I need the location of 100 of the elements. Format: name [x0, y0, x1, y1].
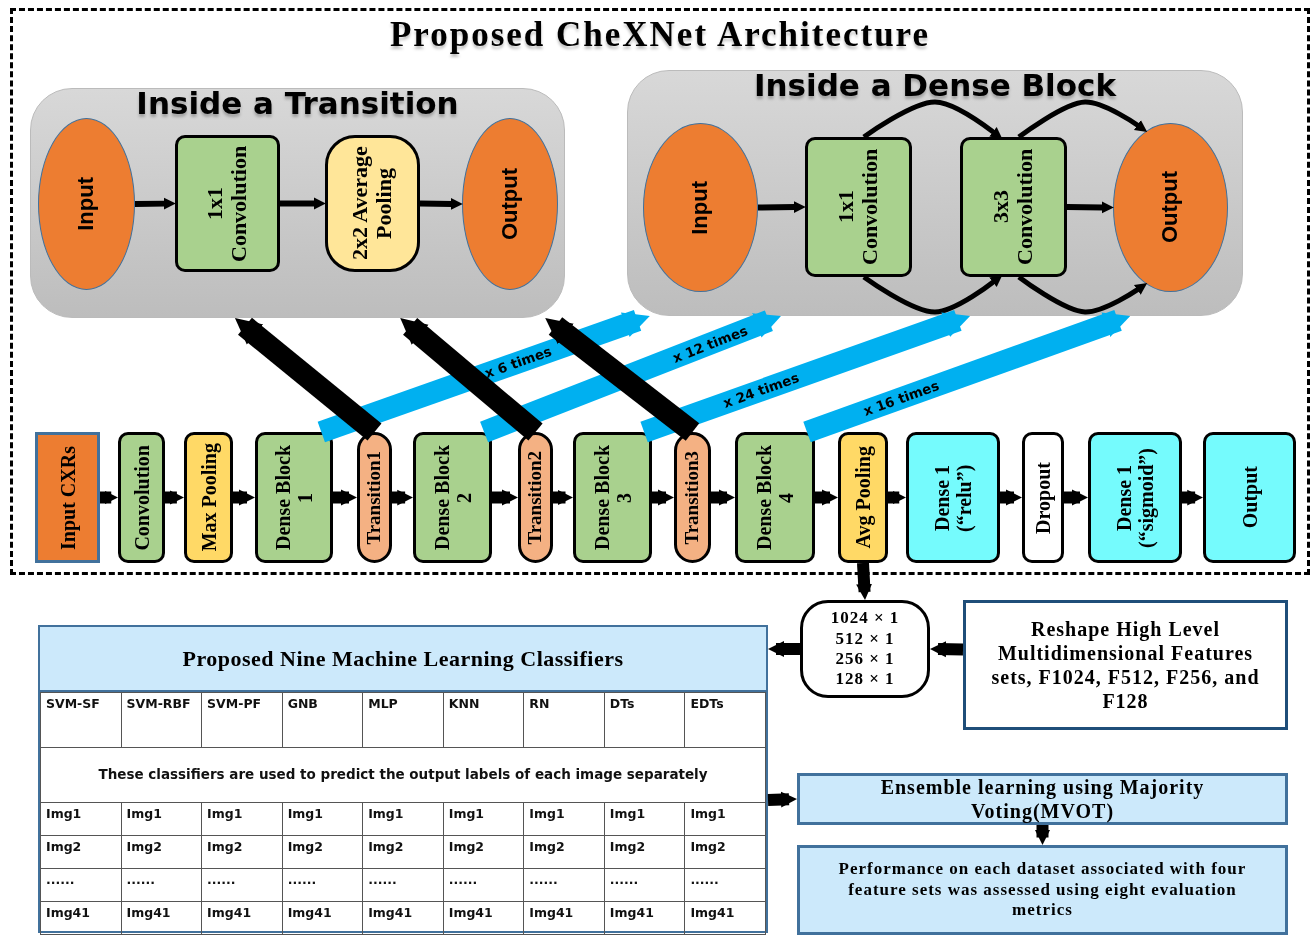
node-label: Dense Block 4	[753, 444, 797, 552]
node-label: Reshape High Level Multidimensional Features sets, F1024, F512, F256, and F128	[990, 617, 1261, 713]
classifier-name: SVM-PF	[201, 692, 283, 748]
classifier-name: MLP	[362, 692, 444, 748]
process-box	[184, 432, 233, 563]
arrow	[815, 489, 838, 506]
arrow	[545, 317, 700, 441]
node-label: Dense Block 1	[272, 444, 316, 552]
node-label: Performance on each dataset associated with four feature sets was assessed using eight evaluation metrics	[837, 859, 1248, 921]
image-label: Img41	[604, 901, 685, 935]
arrow	[165, 490, 184, 505]
curved-arrow	[1017, 99, 1148, 139]
arrow	[234, 317, 382, 441]
ellipsis-text: ......	[40, 868, 122, 902]
process-box	[35, 432, 100, 563]
arrow	[888, 490, 906, 505]
node-label: 3x3 Convolution	[989, 147, 1038, 268]
image-label: Img2	[604, 835, 685, 869]
arrow	[652, 489, 674, 506]
process-box	[797, 773, 1288, 825]
process-box	[960, 137, 1067, 277]
arrow	[768, 641, 800, 657]
process-box	[838, 432, 888, 563]
table-note: These classifiers are used to predict the output labels of each image separately	[40, 747, 766, 803]
classifier-name: GNB	[282, 692, 363, 748]
node-label: Output	[497, 167, 523, 241]
process-box	[175, 135, 280, 272]
arrow	[100, 490, 118, 505]
node-label: Input	[74, 177, 99, 231]
curved-arrow	[1017, 275, 1148, 315]
classifier-name: SVM-SF	[40, 692, 122, 748]
arrow	[1064, 489, 1088, 506]
node-label: Transition3	[682, 450, 703, 545]
edge-label: x 12 times	[669, 321, 750, 366]
image-label: Img1	[604, 802, 685, 836]
image-label: Img2	[282, 835, 363, 869]
classifier-name: SVM-RBF	[121, 692, 202, 748]
process-box	[118, 432, 165, 563]
node-label: 128 × 1	[834, 669, 896, 690]
node-label: Convolution	[130, 444, 153, 551]
curved-arrow	[862, 274, 1003, 315]
process-box	[1203, 432, 1296, 563]
classifier-name: EDTs	[684, 692, 766, 748]
image-label: Img41	[121, 901, 202, 935]
image-label: Img2	[40, 835, 122, 869]
arrow	[711, 489, 735, 506]
ellipsis-text: ......	[201, 868, 283, 902]
arrow	[803, 310, 1131, 443]
image-label: Img41	[523, 901, 605, 935]
node-label: Transition2	[525, 450, 546, 545]
ellipsis-text: ......	[443, 868, 524, 902]
arrow	[640, 310, 971, 443]
arrow	[856, 562, 873, 600]
node-label: Avg Pooling	[852, 446, 874, 549]
arrow	[419, 197, 463, 210]
ellipsis-text: ......	[523, 868, 605, 902]
image-label: Img1	[684, 802, 766, 836]
pill-node	[674, 432, 711, 563]
classifier-name: KNN	[443, 692, 524, 748]
image-label: Img1	[362, 802, 444, 836]
arrow	[767, 791, 797, 808]
image-label: Img1	[201, 802, 283, 836]
process-box	[797, 845, 1288, 935]
node-label: Dense Block 3	[590, 444, 635, 552]
node-label: Transition1	[364, 450, 385, 545]
process-box	[413, 432, 492, 563]
ellipsis-text: ......	[121, 868, 202, 902]
arrow	[333, 489, 357, 506]
node-label: 1x1 Convolution	[834, 147, 883, 268]
image-label: Img41	[443, 901, 524, 935]
rounded-box	[800, 600, 930, 698]
arrow	[492, 489, 518, 506]
image-label: Img41	[684, 901, 766, 935]
node-label: Input CXRs	[56, 445, 79, 550]
image-label: Img1	[121, 802, 202, 836]
process-box	[735, 432, 815, 563]
node-label: Max Pooling	[197, 443, 220, 552]
edge-label: x 24 times	[721, 369, 802, 412]
node-label: 512 × 1	[834, 628, 896, 649]
dashed-frame	[10, 8, 1310, 575]
arrow	[553, 490, 573, 505]
pill-node	[325, 135, 420, 272]
ellipsis-text: ......	[282, 868, 363, 902]
arrow	[134, 197, 176, 210]
edge-label: x 16 times	[860, 377, 941, 420]
image-label: Img2	[362, 835, 444, 869]
image-label: Img41	[201, 901, 283, 935]
arrow	[1000, 489, 1022, 506]
node-label: 2x2 Average Pooling	[348, 145, 397, 263]
arrow	[480, 310, 781, 443]
node-label: Dense Block 2	[430, 444, 475, 552]
image-label: Img2	[121, 835, 202, 869]
process-box	[1088, 432, 1182, 563]
arrow	[233, 489, 255, 506]
image-label: Img2	[684, 835, 766, 869]
node-label: 1x1 Convolution	[203, 144, 252, 264]
process-box	[573, 432, 652, 563]
arrow	[757, 201, 806, 214]
node-label: Output	[1238, 466, 1261, 529]
node-label: Dense 1 (“relu”)	[931, 462, 975, 534]
